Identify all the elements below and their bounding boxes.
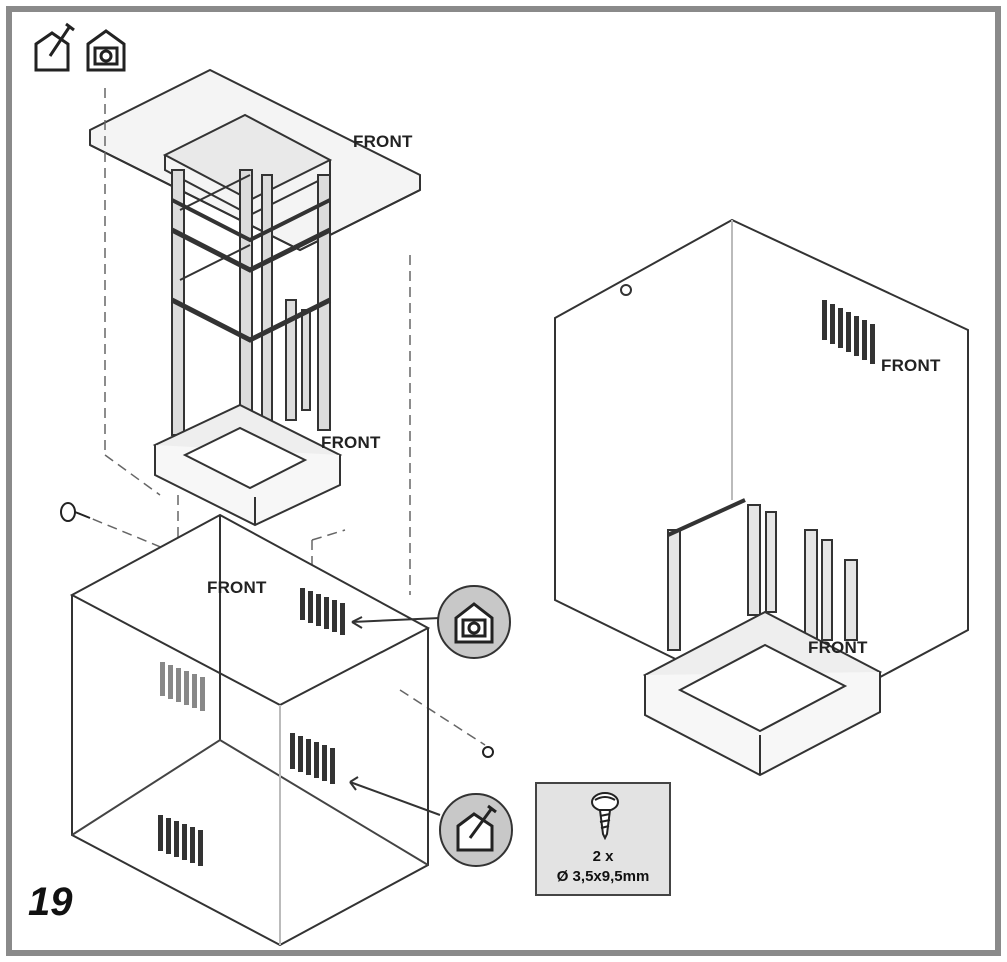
screw-quantity: 2 x: [592, 848, 614, 865]
vent-slots: [158, 588, 345, 866]
screw-size: Ø 3,5x9,5mm: [556, 868, 650, 885]
front-label-top: FRONT: [353, 132, 413, 151]
screw-spec-box: 2 x Ø 3,5x9,5mm: [535, 782, 671, 896]
ducting-mode-icon: [34, 22, 75, 72]
callout-ducting: [439, 793, 513, 867]
screw-right: [482, 746, 494, 758]
left-assembly: [60, 68, 494, 947]
recirculation-mode-icon: [86, 29, 126, 72]
right-assembly: [554, 218, 969, 777]
step-number: 19: [28, 880, 73, 924]
front-label-mid: FRONT: [321, 433, 381, 452]
front-label-right-base: FRONT: [808, 638, 868, 657]
screw-left: [60, 502, 91, 522]
front-label-right-panel: FRONT: [881, 356, 941, 375]
front-label-box: FRONT: [207, 578, 267, 597]
callout-recirculation: [437, 585, 511, 659]
screw-icon: [591, 792, 619, 840]
chimney-cover: [69, 513, 431, 947]
